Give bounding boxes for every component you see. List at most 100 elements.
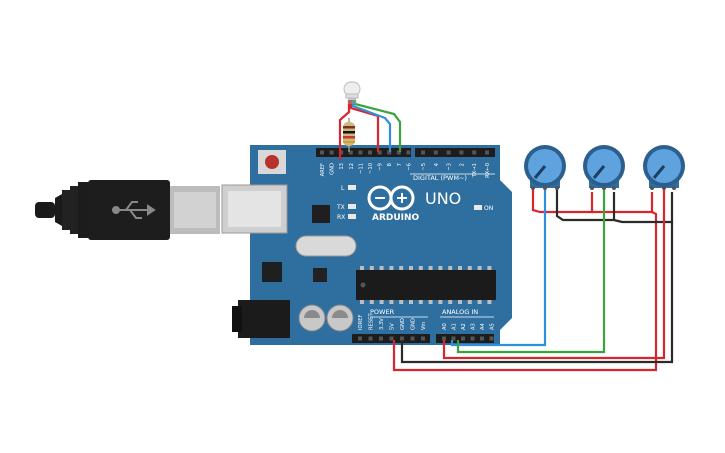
- led-l-label: L: [341, 185, 345, 192]
- chip-pin: [409, 266, 413, 270]
- rgb-led[interactable]: [343, 81, 361, 104]
- chip-pin: [369, 300, 374, 304]
- pin-hole[interactable]: [433, 150, 438, 155]
- chip-pin: [438, 266, 443, 270]
- pin-hole[interactable]: [379, 336, 383, 341]
- pin-hole[interactable]: [472, 150, 477, 155]
- pin-label: 3.3V: [379, 318, 385, 330]
- chip-pin: [477, 266, 482, 270]
- small-chip: [313, 268, 327, 282]
- pin-hole[interactable]: [489, 336, 494, 341]
- chip-pin: [418, 266, 423, 270]
- pot-3[interactable]: [643, 145, 685, 190]
- pin-label: A5: [490, 323, 496, 330]
- pin-hole[interactable]: [459, 150, 464, 155]
- chip-pin: [369, 266, 374, 270]
- chip-pin: [379, 266, 384, 270]
- pin-hole[interactable]: [358, 336, 362, 341]
- pin-hole[interactable]: [480, 336, 484, 341]
- pin-label: 8: [387, 163, 393, 166]
- pin-label: ~11: [358, 163, 364, 174]
- pin-label: 5V: [390, 323, 396, 330]
- pin-hole[interactable]: [400, 336, 404, 341]
- usb-symbol-icon: [112, 201, 156, 219]
- pin-hole[interactable]: [410, 336, 415, 341]
- pin-label: 13: [339, 163, 345, 170]
- pot-wires[interactable]: [392, 186, 674, 372]
- on-label: ON: [484, 205, 493, 212]
- pin-hole[interactable]: [368, 150, 372, 155]
- chip-pin: [448, 266, 453, 270]
- pin-hole[interactable]: [329, 150, 334, 155]
- pin-hole[interactable]: [339, 150, 344, 155]
- pin-label: GND: [400, 318, 406, 330]
- usb-cable[interactable]: [35, 180, 220, 240]
- pin-label: ~3: [447, 163, 453, 171]
- chip-pin: [360, 300, 364, 304]
- resistor[interactable]: [343, 118, 355, 152]
- pin-hole[interactable]: [368, 336, 373, 341]
- pin-hole[interactable]: [421, 150, 425, 155]
- chip-pin: [428, 266, 433, 270]
- chip-pin: [467, 300, 472, 304]
- pin-label: ~6: [406, 163, 412, 171]
- model-label: UNO: [425, 189, 461, 208]
- chip-pin: [360, 266, 364, 270]
- usb-chip: [312, 205, 330, 223]
- pin-label: A2: [461, 323, 467, 330]
- pin-hole[interactable]: [470, 336, 475, 341]
- pin-hole[interactable]: [358, 150, 363, 155]
- pin-hole[interactable]: [320, 150, 324, 155]
- chip-pin: [389, 266, 394, 270]
- pot-1[interactable]: [524, 145, 566, 190]
- led-tx: [348, 204, 356, 209]
- pin-hole[interactable]: [387, 150, 392, 155]
- pin-label: AREF: [320, 163, 326, 176]
- pin-label: 7: [397, 163, 403, 166]
- pot-2[interactable]: [583, 145, 625, 190]
- power-header-label: POWER: [370, 308, 395, 316]
- pin-hole[interactable]: [421, 336, 425, 341]
- pin-hole[interactable]: [485, 150, 489, 155]
- chip-pin: [467, 266, 472, 270]
- reset-button[interactable]: [258, 150, 286, 174]
- chip-pin: [477, 300, 482, 304]
- pin-label: A3: [471, 323, 477, 330]
- chip-pin: [438, 300, 443, 304]
- chip-pin: [379, 300, 384, 304]
- pin-label: 4: [434, 162, 440, 166]
- led-rx-label: RX: [337, 214, 345, 221]
- pin-label: A4: [480, 322, 486, 330]
- pin-hole[interactable]: [348, 150, 353, 155]
- chip-pin: [458, 266, 462, 270]
- pin-hole[interactable]: [461, 336, 465, 341]
- chip-pin: [458, 300, 462, 304]
- pin-hole[interactable]: [396, 150, 401, 155]
- pin-hole[interactable]: [446, 150, 451, 155]
- led-rx: [348, 214, 356, 219]
- pin-hole[interactable]: [406, 150, 411, 155]
- pin-label: RX←0: [485, 163, 491, 178]
- chip-pin: [389, 300, 394, 304]
- pin-label: ~5: [421, 163, 427, 171]
- pin-hole[interactable]: [377, 150, 382, 155]
- chip-pin: [418, 300, 423, 304]
- pin-label: ~9: [378, 163, 384, 171]
- chip-pin: [487, 300, 492, 304]
- pin-hole[interactable]: [442, 336, 446, 341]
- pin-label: TX→1: [472, 163, 478, 178]
- chip-pin: [428, 300, 433, 304]
- pin-label: ~10: [368, 163, 374, 174]
- pin-hole[interactable]: [451, 336, 456, 341]
- pin-hole[interactable]: [389, 336, 394, 341]
- analog-header-label: ANALOG IN: [442, 308, 478, 316]
- chip-pin: [487, 266, 492, 270]
- pin-label: Vin: [421, 322, 427, 330]
- regulator-chip: [262, 262, 282, 282]
- led-tx-label: TX: [336, 204, 345, 211]
